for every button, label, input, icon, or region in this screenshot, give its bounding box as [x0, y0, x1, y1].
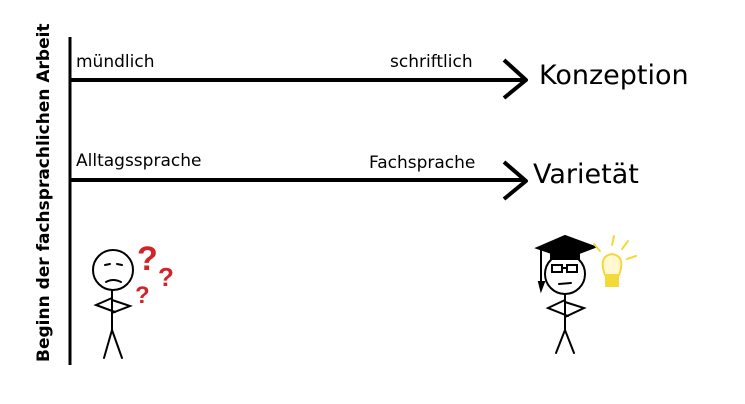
question-mark-3: ?	[135, 282, 150, 309]
arrow-varietaet	[70, 160, 528, 201]
confused-stick-figure	[92, 249, 134, 359]
label-fachsprache: Fachsprache	[369, 153, 476, 173]
label-schriftlich: schriftlich	[390, 52, 473, 72]
question-mark-1: ?	[137, 240, 158, 278]
question-mark-icon: ? ? ?	[135, 240, 174, 309]
question-mark-2: ?	[158, 262, 174, 292]
label-muendlich: mündlich	[76, 52, 155, 72]
label-alltagssprache: Alltagssprache	[76, 151, 202, 171]
graduate-stick-figure	[534, 234, 598, 354]
arrow-konzeption	[70, 58, 528, 100]
vertical-axis-label: Beginn der fachsprachlichen Arbeit	[34, 23, 54, 362]
label-varietaet: Varietät	[533, 159, 639, 190]
lightbulb-icon	[593, 235, 637, 287]
label-konzeption: Konzeption	[539, 60, 689, 91]
